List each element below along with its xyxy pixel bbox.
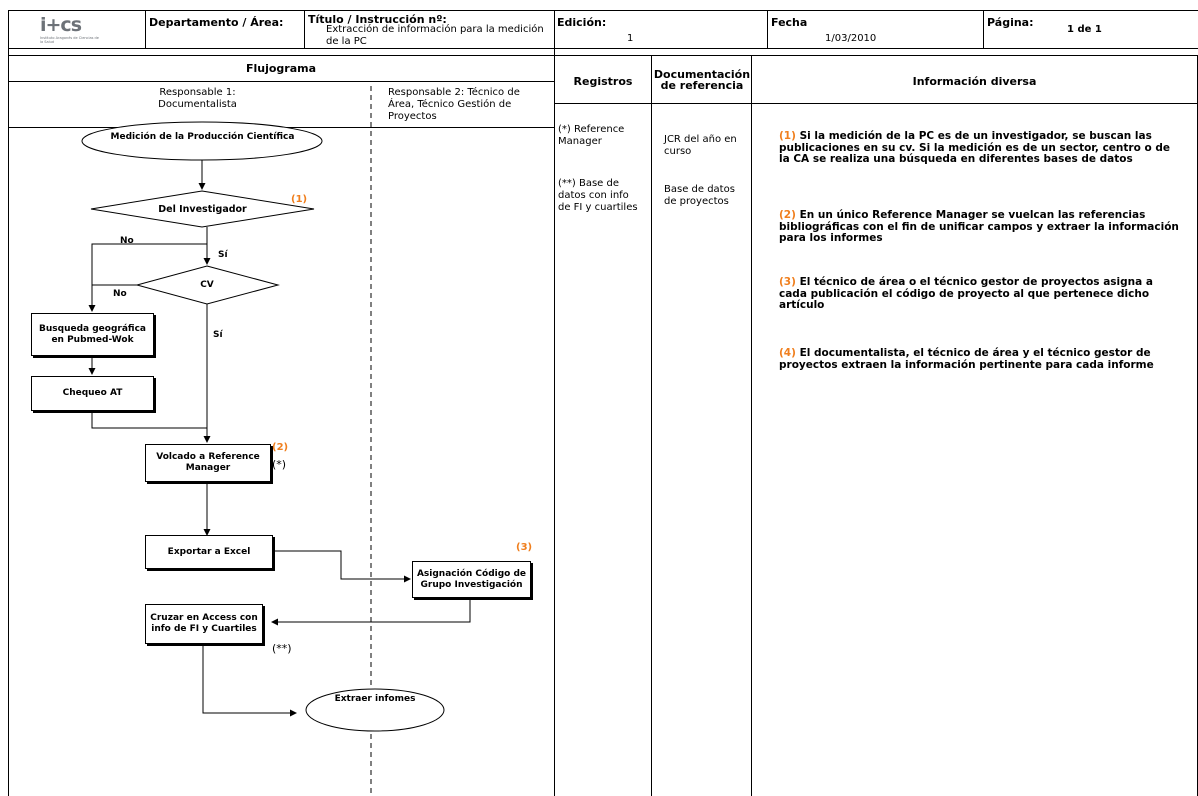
star-1: (*) — [272, 458, 287, 471]
decision-investigador-label: Del Investigador — [158, 204, 247, 215]
note-1: (1) Si la medición de la PC es de un inv… — [779, 130, 1179, 166]
documentacion-item-1: JCR del año en curso — [664, 134, 737, 157]
pagina-label: Página: — [987, 16, 1034, 29]
mark-2: (2) — [272, 442, 289, 453]
end-ellipse — [305, 688, 445, 732]
exportar-box: Exportar a Excel — [145, 535, 273, 569]
registros-header: Registros — [573, 75, 633, 88]
decision-cv-shape — [135, 265, 280, 305]
star-2: (**) — [272, 642, 292, 655]
registros-item-1: (*) Reference Manager — [558, 124, 625, 147]
edicion-value: 1 — [627, 33, 634, 44]
volcado-box: Volcado a Reference Manager — [145, 444, 271, 482]
departamento-label: Departamento / Área: — [149, 16, 284, 29]
note-2-number: (2) — [779, 209, 796, 221]
no-label-2: No — [113, 289, 127, 299]
responsable2-header: Responsable 2: Técnico de Área, Técnico … — [388, 87, 520, 122]
documentacion-header: Documentación de referencia — [653, 68, 751, 92]
si-label-1: Sí — [218, 250, 228, 260]
no-label-1: No — [120, 236, 134, 246]
cruzar-box: Cruzar en Access con info de FI y Cuarti… — [145, 604, 263, 644]
titulo-value: Extracción de información para la medici… — [326, 24, 544, 47]
extraer-label: Extraer infomes — [334, 694, 416, 704]
asignacion-box: Asignación Código de Grupo Investigación — [412, 561, 531, 598]
titulo-label: Título / Instrucción nº: — [308, 13, 447, 26]
note-3: (3) El técnico de área o el técnico gest… — [779, 276, 1179, 312]
note-1-number: (1) — [779, 130, 796, 142]
start-label: Medición de la Producción Científica — [110, 132, 295, 142]
busqueda-box: Busqueda geográfica en Pubmed-Wok — [31, 313, 154, 356]
logo: i+cs Instituto Aragonés de Ciencias de l… — [40, 14, 120, 44]
fecha-value: 1/03/2010 — [825, 33, 877, 44]
note-4-number: (4) — [779, 347, 796, 359]
documentacion-item-2: Base de datos de proyectos — [664, 184, 735, 207]
decision-cv-label: CV — [200, 280, 214, 290]
flujograma-header: Flujograma — [245, 62, 317, 75]
decision-investigador-shape — [90, 190, 315, 228]
logo-text: i+cs — [40, 14, 82, 36]
note-1-text: Si la medición de la PC es de un investi… — [779, 130, 1170, 165]
note-3-text: El técnico de área o el técnico gestor d… — [779, 276, 1153, 311]
note-2-text: En un único Reference Manager se vuelcan… — [779, 209, 1179, 244]
si-label-2: Sí — [213, 330, 223, 340]
pagina-value: 1 de 1 — [1067, 24, 1102, 35]
informacion-header: Información diversa — [912, 75, 1037, 88]
logo-subtext: Instituto Aragonés de Ciencias de la Sal… — [40, 36, 99, 44]
fecha-label: Fecha — [771, 16, 808, 29]
edicion-label: Edición: — [557, 16, 607, 29]
note-3-number: (3) — [779, 276, 796, 288]
responsable1-header: Responsable 1: Documentalista — [158, 87, 237, 110]
note-2: (2) En un único Reference Manager se vue… — [779, 209, 1179, 245]
mark-3: (3) — [516, 542, 533, 553]
start-ellipse — [81, 121, 323, 161]
mark-1: (1) — [291, 194, 308, 205]
chequeo-box: Chequeo AT — [31, 376, 154, 411]
note-4: (4) El documentalista, el técnico de áre… — [779, 347, 1179, 371]
registros-item-2: (**) Base de datos con info de FI y cuar… — [558, 178, 638, 213]
note-4-text: El documentalista, el técnico de área y … — [779, 347, 1154, 371]
